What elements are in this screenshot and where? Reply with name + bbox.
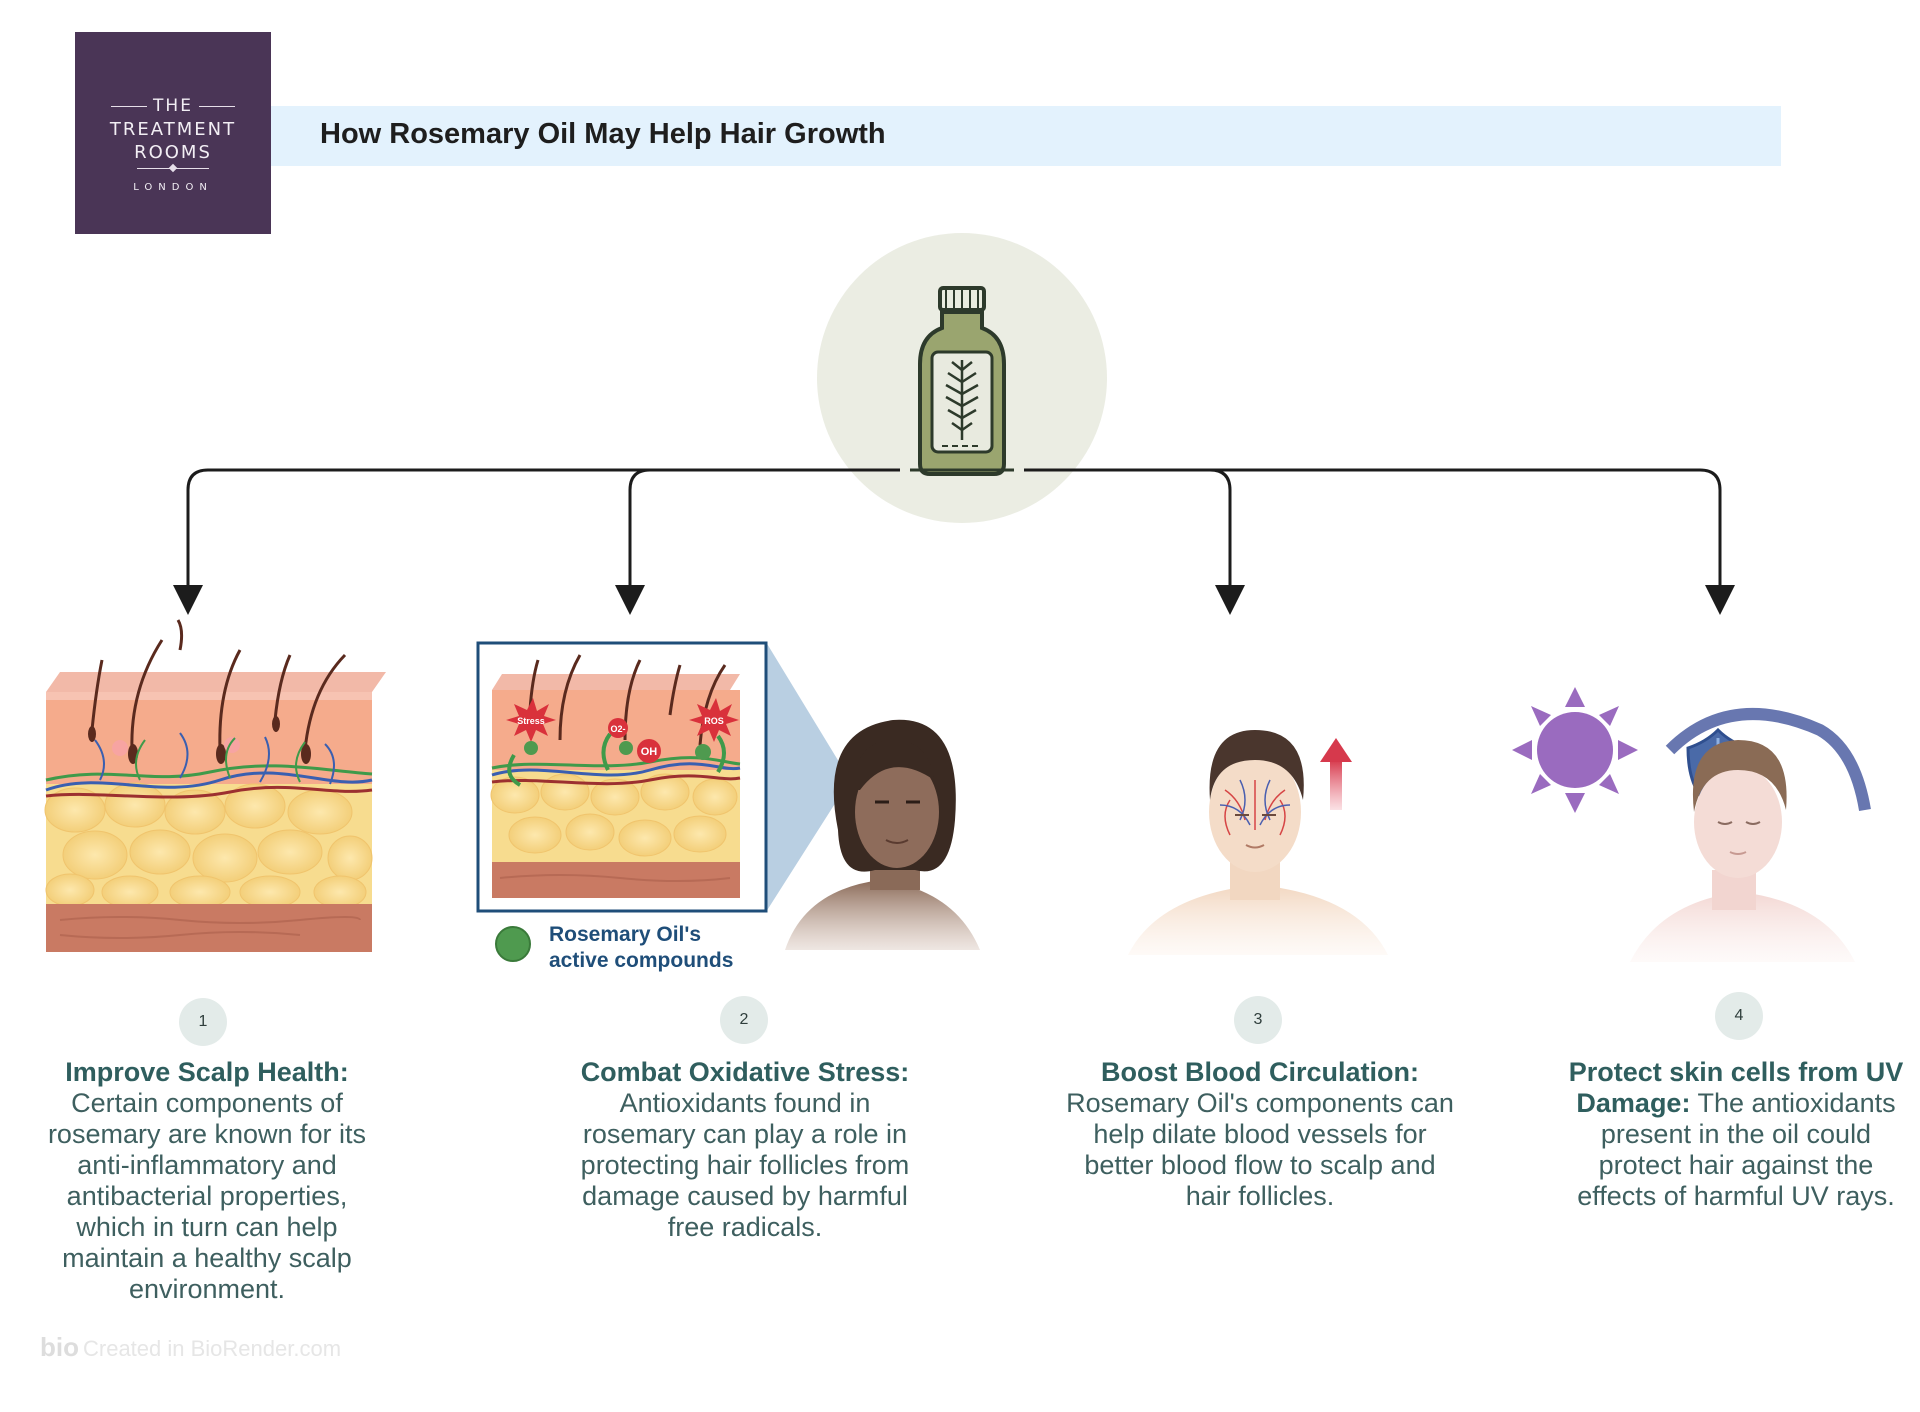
step-1-line: environment. [128,1274,286,1304]
step-number-3: 3 [1234,996,1282,1044]
step-1-heading: Improve Scalp Health: [65,1057,349,1087]
hydroxyl-label: OH [641,746,658,758]
step-2-line: free radicals. [667,1212,823,1242]
green-arrows [507,732,726,787]
step-number-2: 2 [720,996,768,1044]
skin-cross-section-illustration [44,619,386,952]
credit-text: Created in BioRender.com [83,1336,342,1361]
rosemary-oil-bottle-icon [910,286,1014,476]
step-1-line: Certain components of [71,1088,343,1118]
blood-circulation-illustration [1128,730,1388,955]
step-3-heading: Boost Blood Circulation: [1101,1057,1419,1087]
biorender-logo: bio [40,1332,79,1362]
step-4-heading-tail: Damage: [1576,1088,1691,1118]
step-1-line: which in turn can help [76,1212,338,1242]
step-1-line: maintain a healthy scalp [62,1243,352,1273]
step-2-line: Antioxidants found in [619,1088,871,1118]
step-2-line: protecting hair follicles from [580,1150,910,1180]
step-4-heading-line2: Damage: The antioxidants [1560,1088,1912,1119]
legend-label-line1: Rosemary Oil's [549,923,702,946]
brand-line-rooms: ROOMS [134,142,212,163]
step-1-line: rosemary are known for its [47,1119,367,1149]
uv-shield-arc [1665,708,1871,812]
step-4-line: protect hair against the [1598,1150,1874,1180]
stress-label: Stress [517,716,545,726]
step-2-line: rosemary can play a role in [582,1119,908,1149]
step-3-text: Boost Blood Circulation: Rosemary Oil's … [1055,1057,1465,1212]
center-bottle-group [817,233,1107,523]
step-1-line: anti-inflammatory and [77,1150,337,1180]
person-illustration [1630,740,1855,962]
arrow-to-step-1 [173,468,900,615]
superoxide-radical [608,718,628,738]
step-number-1: 1 [179,998,227,1046]
step-4-line2-rest: The antioxidants [1690,1088,1896,1118]
arrow-to-step-2 [615,468,900,615]
superoxide-label: O2- [610,724,625,734]
page-title: How Rosemary Oil May Help Hair Growth [320,118,886,150]
uv-protection-illustration [1512,687,1871,962]
step-3-line: better blood flow to scalp and [1084,1150,1436,1180]
step-2-text: Combat Oxidative Stress: Antioxidants fo… [545,1057,945,1243]
woman-illustration [785,719,980,950]
ros-burst [689,698,739,742]
up-arrow-icon [1320,738,1352,810]
legend-label-line2: active compounds [549,949,734,972]
step-1-text: Improve Scalp Health: Certain components… [20,1057,394,1305]
step-3-line: hair follicles. [1185,1181,1335,1211]
legend-compound-dot [495,926,531,962]
brand-line-london: LONDON [133,182,213,193]
step-4-heading-line1: Protect skin cells from UV [1568,1057,1904,1087]
step-2-line: damage caused by harmful [582,1181,908,1211]
step-2-heading: Combat Oxidative Stress: [580,1057,910,1087]
hydroxyl-radical [637,739,661,763]
oxidative-stress-inset-illustration: Stress ROS O2- OH [476,641,980,950]
ros-label: ROS [704,716,724,726]
step-3-line: help dilate blood vessels for [1093,1119,1427,1149]
brand-line-the: THE [75,96,271,116]
step-4-text: Protect skin cells from UV Damage: The a… [1560,1057,1912,1212]
brand-line-treatment: TREATMENT [109,119,237,140]
stress-burst [506,698,556,742]
step-3-line: Rosemary Oil's components can [1066,1088,1454,1118]
step-4-line: present in the oil could [1600,1119,1872,1149]
title-bar [271,106,1781,166]
arrow-to-step-4 [1024,468,1735,615]
step-4-line: effects of harmful UV rays. [1577,1181,1895,1211]
legend-label: Rosemary Oil's active compounds [549,922,733,974]
brand-logo: THE TREATMENT ROOMS LONDON [75,32,271,234]
active-compound-dots [524,741,711,760]
arrow-to-step-3 [1024,468,1245,615]
sun-icon [1512,687,1638,813]
step-number-4: 4 [1715,992,1763,1040]
step-1-line: antibacterial properties, [66,1181,348,1211]
zoom-wedge [766,642,850,912]
connector-arrows [173,468,1735,615]
